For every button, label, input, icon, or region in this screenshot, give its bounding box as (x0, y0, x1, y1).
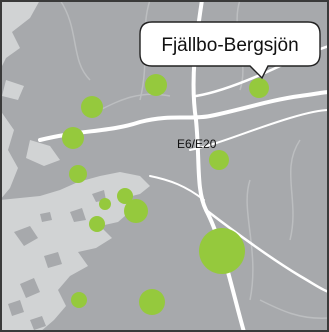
road-junction (189, 109, 329, 151)
marker-11[interactable] (199, 228, 245, 274)
marker-9[interactable] (124, 199, 148, 223)
road-south (204, 208, 329, 294)
marker-5[interactable] (209, 150, 229, 170)
marker-7[interactable] (117, 188, 133, 204)
callout: Fjällbo-Bergsjön (139, 21, 321, 80)
marker-3[interactable] (249, 78, 269, 98)
callout-bubble (139, 21, 321, 80)
markers (62, 74, 269, 315)
marker-13[interactable] (139, 289, 165, 315)
marker-1[interactable] (145, 74, 167, 96)
marker-10[interactable] (89, 216, 105, 232)
marker-6[interactable] (69, 165, 87, 183)
callout-label: Fjällbo-Bergsjön (161, 35, 298, 56)
road-lower (149, 175, 205, 201)
islands (8, 190, 106, 330)
marker-2[interactable] (81, 96, 103, 118)
minor-roads (59, 0, 329, 319)
marker-12[interactable] (71, 292, 87, 308)
marker-8[interactable] (99, 198, 111, 210)
marker-4[interactable] (62, 127, 84, 149)
road-west (38, 90, 329, 142)
road-label: E6/E20 (177, 137, 217, 151)
